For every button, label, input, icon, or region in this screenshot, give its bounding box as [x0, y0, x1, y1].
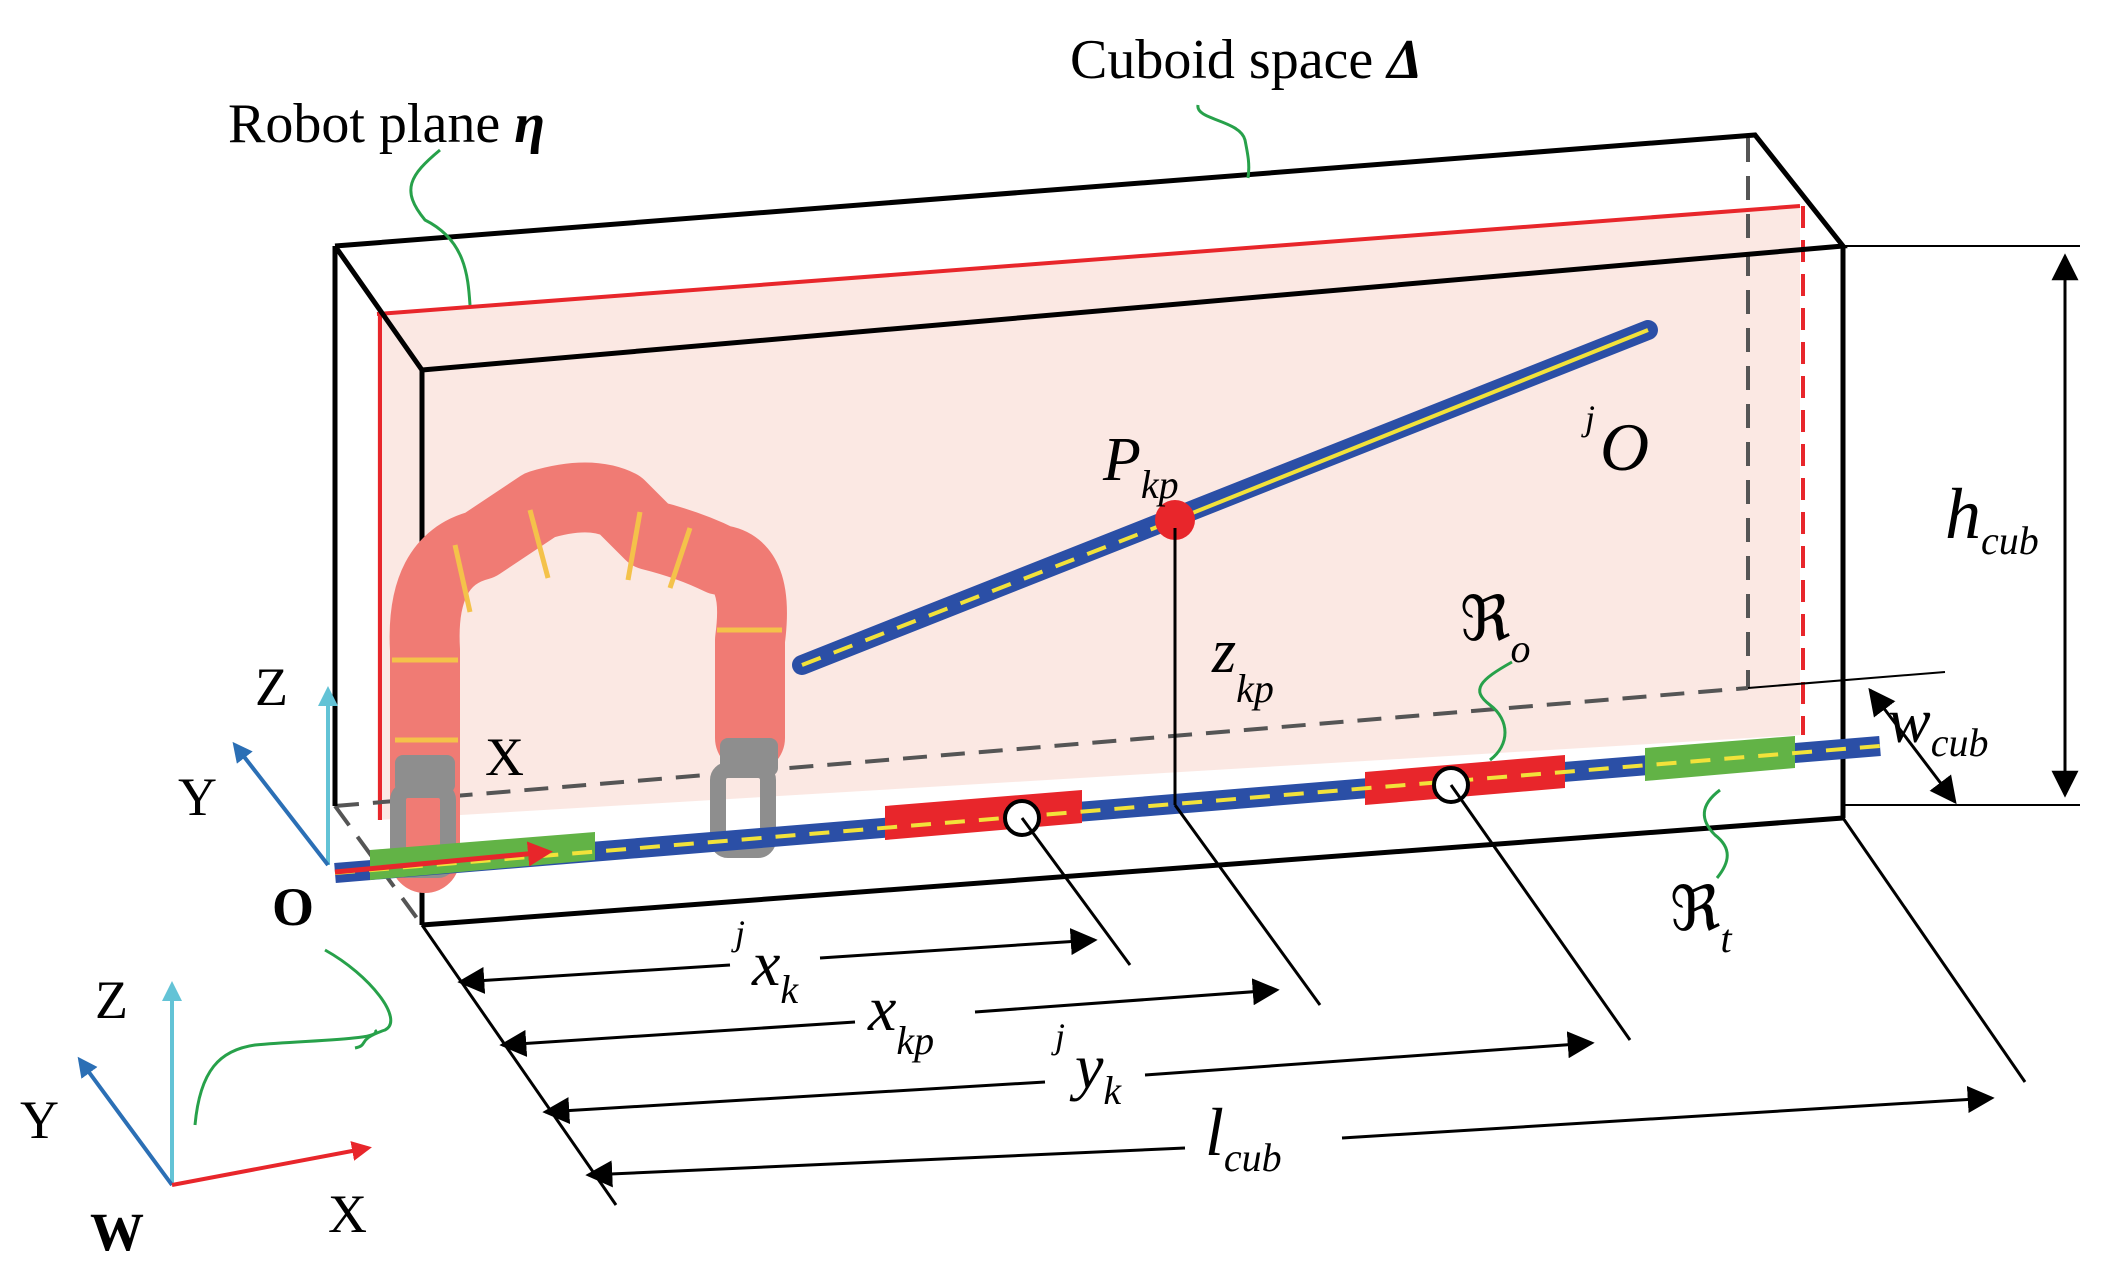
- cuboid-hidden-bottom-edge: [334, 686, 1749, 808]
- local-z-label: Z: [255, 657, 288, 717]
- local-frame-O: [232, 686, 338, 867]
- jyk-label: yk: [1069, 1031, 1122, 1113]
- local-y-axis: [232, 741, 330, 867]
- w-cub-dimension: [1747, 671, 1957, 805]
- length-dimensions: [457, 928, 1995, 1188]
- cuboid-front-bottom-edge: [421, 815, 1844, 928]
- robot-plane-top-edge: [376, 204, 1801, 316]
- world-frame-W: [77, 981, 372, 1187]
- region-green-rt: [1645, 736, 1795, 781]
- P-kp-label: Pkp: [1102, 426, 1179, 507]
- local-y-label: Y: [178, 767, 217, 827]
- leader-lines: [193, 104, 1729, 1126]
- origin-W-label: W: [90, 1202, 144, 1262]
- R-t-label: ℜt: [1670, 876, 1732, 961]
- R-o-label: ℜo: [1460, 586, 1530, 671]
- extension-lines: [420, 784, 2027, 1206]
- robot-plane-label: Robot plane η: [228, 93, 545, 155]
- world-z-label: Z: [95, 970, 128, 1030]
- world-y-axis: [77, 1056, 174, 1187]
- jO-label: O: [1600, 409, 1649, 485]
- w-cub-label: wcub: [1888, 685, 1988, 765]
- world-y-label: Y: [20, 1090, 59, 1150]
- h-cub-dimension: [1843, 245, 2080, 806]
- world-x-label: X: [328, 1184, 367, 1244]
- cuboid-space-label: Cuboid space Δ: [1070, 29, 1422, 91]
- local-x-label: X: [485, 727, 524, 787]
- jxk-pre: j: [731, 913, 745, 953]
- h-cub-label: hcub: [1945, 474, 2039, 563]
- xkp-label: xkp: [867, 973, 934, 1063]
- jxk-label: xk: [751, 928, 799, 1012]
- origin-O-label: O: [272, 877, 314, 937]
- object-rail-solid-centerline: [1174, 328, 1649, 522]
- robot-arm: [389, 462, 787, 893]
- rail-direction-arrow: [334, 841, 553, 875]
- jO-pre: j: [1581, 398, 1595, 438]
- z-kp-label: zkp: [1211, 618, 1274, 711]
- cuboid-hidden-back-left-edge: [333, 804, 424, 927]
- world-x-axis: [171, 1141, 372, 1187]
- l-cub-label: lcub: [1205, 1094, 1282, 1180]
- point-P-kp: [1155, 500, 1195, 540]
- jyk-pre: j: [1051, 1016, 1065, 1056]
- gripper-right: [710, 738, 778, 858]
